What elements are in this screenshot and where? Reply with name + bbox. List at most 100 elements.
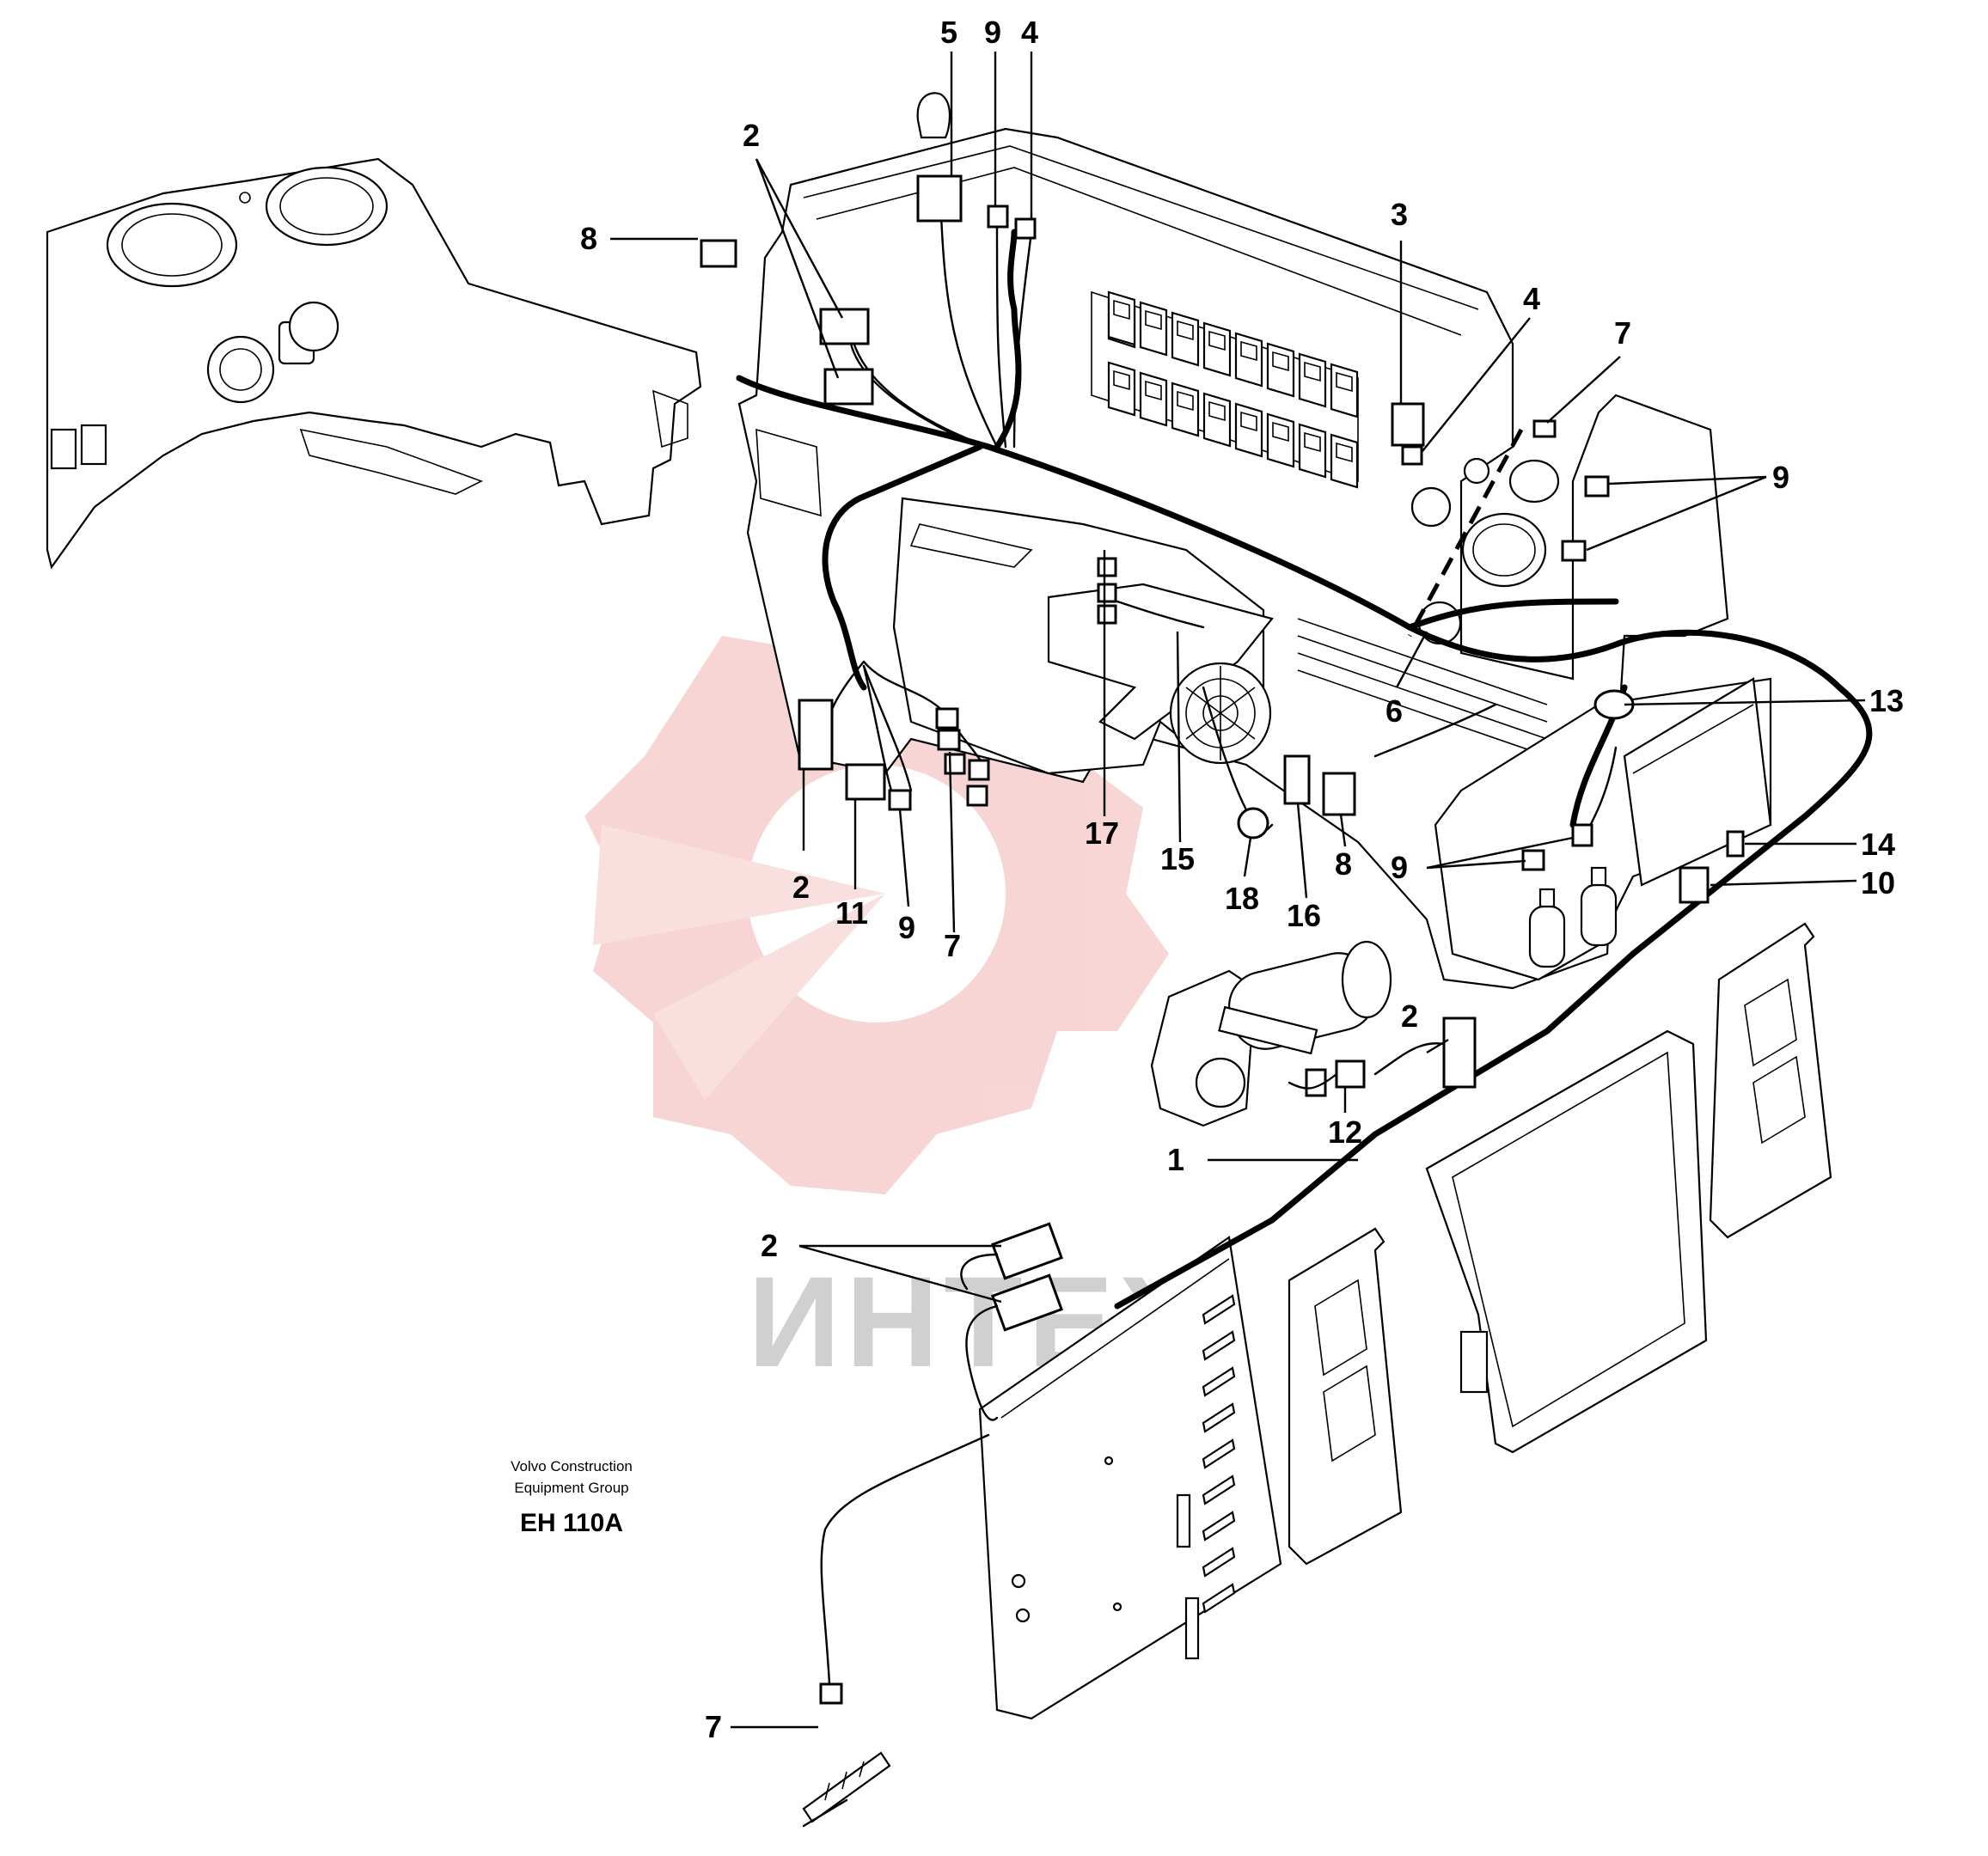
connector-9-r2 [1561,540,1587,562]
caption-block: Volvo Construction Equipment Group EH 11… [511,1458,633,1537]
reference-dash [1407,428,1524,638]
callout-8: 8 [1335,846,1352,882]
connector-8-top [700,239,737,268]
rocker-switch [1202,392,1232,448]
callout-1: 1 [1167,1142,1184,1177]
connector-4-top [1014,217,1037,240]
connector-12 [1335,1059,1366,1089]
connector-3 [1391,402,1425,447]
callout-5: 5 [940,15,957,50]
connector-10 [1679,866,1710,904]
connector-7-bottom [819,1682,843,1705]
board-slot [1202,1474,1236,1505]
board-slot [1202,1294,1236,1325]
rocker-switches [1107,290,1359,489]
leader-lines [610,52,1866,1729]
board-slot [1202,1438,1236,1469]
callout-9: 9 [984,15,1001,50]
callout-10: 10 [1861,865,1895,901]
callout-7: 7 [944,928,961,963]
callout-6: 6 [1385,693,1403,729]
connector-7-top [1532,419,1557,438]
rocker-switch [1139,371,1168,427]
rocker-switch [1171,382,1200,437]
rocker-switch [1298,352,1327,408]
rocker-switch [1202,321,1232,377]
callout-9: 9 [1772,460,1789,495]
callout-2: 2 [792,870,810,905]
board-slot [1202,1511,1236,1542]
callout-7: 7 [1614,315,1631,351]
connector-16 [1283,754,1311,805]
connector-9-top [987,205,1009,229]
rocker-switch [1234,332,1263,388]
gauges [1410,457,1560,645]
connector-7-a [935,707,959,730]
dsub-connectors [960,1217,1275,1421]
branch-wires [823,213,1618,844]
callout-16: 16 [1287,898,1321,933]
callout-2: 2 [761,1228,778,1263]
rocker-switch [1298,423,1327,479]
connector-14 [1726,830,1745,858]
rocker-switch [1234,402,1263,458]
board-slot [1202,1330,1236,1361]
callout-9: 9 [1391,850,1408,885]
connector-17c [1097,604,1117,625]
dashboard-shell [46,157,702,570]
connectors [700,92,1745,904]
callout-18: 18 [1225,881,1259,916]
board-slot [1202,1547,1236,1578]
callout-7: 7 [705,1709,722,1744]
board-slots [1176,1294,1236,1660]
dsub-upper [991,1222,1063,1280]
connector-2-upper [819,308,870,345]
connector-7-d [968,759,990,781]
connector-5 [916,174,963,223]
callout-8: 8 [580,221,597,256]
board-slot [1202,1583,1236,1614]
connector-17a [1097,557,1117,577]
board-slot [1202,1402,1236,1433]
callout-15: 15 [1160,841,1195,876]
caption-line-1: Volvo Construction [511,1458,633,1474]
callout-14: 14 [1861,827,1895,862]
connector-18 [1237,807,1269,839]
board-slot [1202,1366,1236,1397]
rocker-switch [1330,433,1359,489]
connector-9-low2 [1521,849,1545,871]
callout-3: 3 [1391,197,1408,232]
connector-2-motor [1442,1017,1477,1089]
callout-12: 12 [1328,1114,1362,1150]
connector-17b [1097,583,1117,603]
connector-2-lower [823,368,874,406]
bracket-middle [1288,1227,1403,1566]
rocker-switch [1139,301,1168,357]
drawing-code: EH 110A [520,1509,623,1537]
caption-line-2: Equipment Group [514,1480,628,1496]
circuit-board [978,1236,1282,1720]
connector-9-low1 [1571,823,1593,847]
connector-7-e [966,785,988,807]
rocker-switch [1107,290,1136,346]
callout-11: 11 [835,895,868,931]
callout-4: 4 [1523,281,1540,316]
connector-9-r1 [1584,475,1610,498]
callout-4: 4 [1021,15,1038,50]
rocker-switch [1266,412,1295,468]
sensor-cable [802,1433,990,1828]
connector-8-mid [1322,772,1356,816]
wiper-motor [1150,940,1477,1127]
rocker-switch [1107,361,1136,417]
rocker-switch [1266,342,1295,398]
heater-unit [892,497,1274,775]
callout-2: 2 [743,118,760,153]
connector-11 [845,763,886,801]
bracket-right [1709,922,1832,1239]
rocker-switch [1171,311,1200,367]
control-unit-box [1425,1029,1708,1454]
rocker-switch [1330,363,1359,418]
connector-2-left [798,699,834,771]
